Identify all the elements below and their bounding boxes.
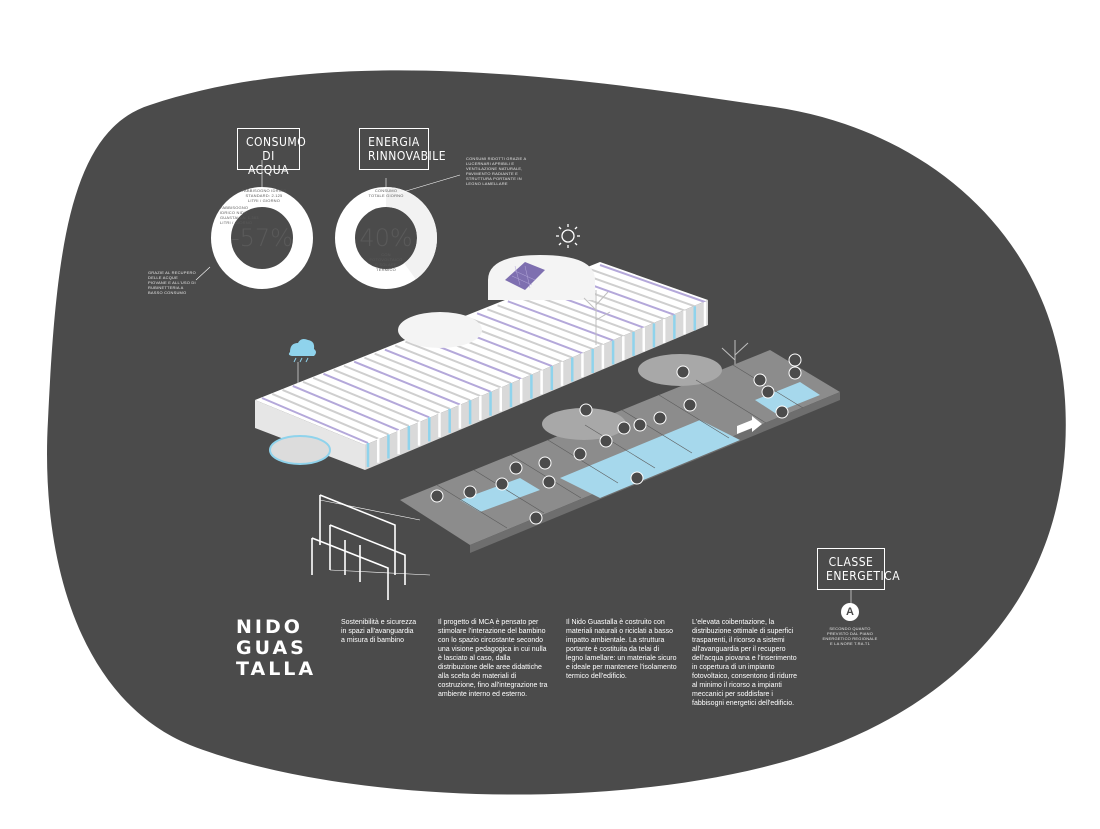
water-value: -57% [230, 224, 293, 252]
energy-value: 40% [359, 224, 413, 252]
room-function-icon [630, 471, 644, 485]
roof-fin [486, 308, 594, 350]
room-function-icon [683, 398, 697, 412]
roof-fin [589, 268, 696, 308]
roof-fin [312, 376, 420, 423]
rain-cloud-icon [288, 339, 316, 363]
roof-fin [517, 296, 624, 338]
roof-fin [261, 397, 369, 444]
text-col-1: Sostenibilità e sicurezza in spazi all'a… [341, 619, 417, 644]
class-badge: A [841, 603, 859, 621]
energy-note-reduced: CONSUMI RIDOTTI GRAZIE A LUCERNARI APRIB… [466, 156, 527, 186]
class-title-line1: CLASSE [828, 555, 874, 569]
room-function-icon [633, 418, 647, 432]
room-function-icon [538, 456, 552, 470]
room-function-icon [653, 411, 667, 425]
room-function-icon [542, 475, 556, 489]
class-title-box: CLASSE ENERGETICA [817, 548, 901, 590]
entrance-arch [269, 435, 331, 465]
class-note: SECONDO QUANTO PREVISTO DAL PIANO ENERGE… [822, 626, 878, 646]
roof-fin [333, 368, 440, 415]
roof-fin [476, 312, 583, 355]
roof-fin [292, 384, 400, 432]
text-col-3: Il Nido Guastalla è costruito con materi… [566, 619, 677, 680]
room-function-icon [579, 403, 593, 417]
water-title-line1: CONSUMO [246, 135, 307, 149]
roof-fin [394, 344, 502, 389]
roof-fin [343, 364, 451, 410]
frame-outline [311, 494, 406, 600]
floor-plan [400, 350, 840, 553]
plan-wall [695, 379, 767, 424]
roof-fin [599, 264, 706, 303]
logo-line2: GUAS [236, 637, 307, 659]
roof-unit-left [398, 312, 482, 348]
room-function-icon [495, 477, 509, 491]
energy-title-box: ENERGIA RINNOVABILE [359, 128, 447, 170]
water-title-line2: DI ACQUA [248, 149, 289, 177]
water-note-standard: FABBISOGNO IDRICO STANDARD: 2.125 LITRI … [241, 188, 287, 203]
solar-panel-icon [505, 262, 545, 290]
roof-fin [466, 316, 573, 359]
plan-wall [658, 394, 730, 439]
room-function-icon [529, 511, 543, 525]
room-function-icon [463, 485, 477, 499]
energy-title-line1: ENERGIA [368, 135, 420, 149]
room-function-icon [676, 365, 690, 379]
energy-note-pv: CON FOTOVOLTAICO E SOLARE TERMICO [369, 252, 403, 272]
roof-unit-right [488, 255, 595, 300]
room-function-icon [761, 385, 775, 399]
sun-icon [556, 224, 580, 248]
nido-guastalla-logo: NIDO GUAS TALLA [236, 617, 316, 680]
leader-lines [195, 160, 852, 603]
water-note-nido: FABBISOGNO IDRICO NIDO GUASTALLA: 1.363 … [220, 205, 259, 225]
roof-fin [323, 372, 430, 419]
room-function-icon [573, 447, 587, 461]
plan-wall [547, 439, 619, 484]
roof-fin [384, 348, 491, 393]
roof-fin [282, 389, 389, 436]
logo-line3: TALLA [236, 658, 317, 680]
room-function-icon [775, 405, 789, 419]
plan-wall [473, 469, 545, 514]
building-upper [255, 255, 708, 470]
roof-fin [271, 393, 379, 440]
roof-fin [302, 380, 410, 427]
room-function-icon [430, 489, 444, 503]
energy-title-line2: RINNOVABILE [368, 149, 447, 163]
room-function-icon [617, 421, 631, 435]
energy-note-total: CONSUMO TOTALE GIORNO [368, 188, 404, 198]
plan-wall [584, 424, 656, 469]
roof-fin [579, 272, 685, 312]
water-note-recovery: GRAZIE AL RECUPERO DELLE ACQUE PIOVANE E… [148, 270, 196, 295]
class-title-line2: ENERGETICA [826, 569, 901, 583]
room-function-icon [753, 373, 767, 387]
roof-fin [497, 304, 604, 346]
roof-fin [374, 352, 481, 397]
room-function-icon [788, 353, 802, 367]
room-function-icon [599, 434, 613, 448]
logo-line1: NIDO [236, 616, 303, 638]
plan-wall [621, 409, 693, 454]
text-col-2: Il progetto di MCA è pensato per stimola… [438, 619, 548, 698]
room-function-icon [509, 461, 523, 475]
roof-fin [353, 360, 461, 406]
plan-wall [436, 484, 508, 529]
room-function-icon [788, 366, 802, 380]
text-col-4: L'elevata coibentazione, la distribuzion… [692, 619, 798, 707]
water-title-box: CONSUMO DI ACQUA [237, 128, 307, 177]
roof-fin [405, 340, 512, 385]
roof-fin [364, 356, 471, 402]
